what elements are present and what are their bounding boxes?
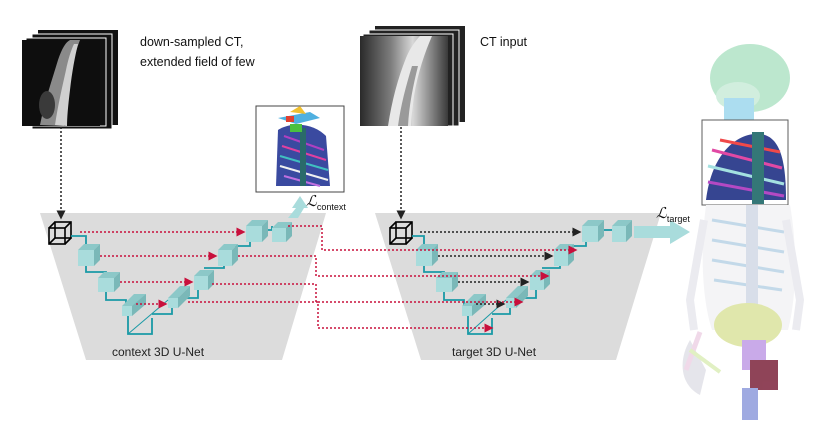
ct-scan-image-input (360, 36, 448, 126)
downsampled-ct-label-line2: extended field of few (140, 55, 255, 69)
downsampled-ct-label-line1: down-sampled CT, (140, 35, 244, 49)
context-loss-symbol: ℒ (306, 194, 317, 210)
target-output-block (612, 220, 632, 242)
context-unet-label: context 3D U-Net (112, 345, 205, 359)
context-decoder-block (168, 286, 190, 308)
target-unet-label: target 3D U-Net (452, 345, 537, 359)
target-output-arrow (634, 220, 690, 244)
ct-scan-image (22, 40, 100, 126)
rib-segmentation-image (255, 105, 345, 193)
ct-input-stack (360, 26, 465, 127)
context-output-arrow (288, 196, 308, 218)
context-skip-connections (80, 227, 246, 309)
target-decoder-block (582, 220, 604, 242)
ct-input-label: CT input (480, 35, 528, 49)
context-decoder-block (246, 220, 268, 242)
context-encoder-block (78, 244, 100, 266)
wireframe-cube-icon-target (389, 221, 413, 245)
downsampled-ct-label: down-sampled CT, extended field of few (140, 34, 255, 70)
target-decoder-block (554, 244, 574, 266)
context-decoder-block (194, 270, 214, 290)
target-decoder-block (530, 270, 550, 290)
target-encoder-block (462, 294, 486, 316)
target-encoder-block (416, 244, 438, 266)
context-decoder-block (218, 244, 238, 266)
target-encoder-block (436, 272, 458, 292)
context-output-block (272, 222, 292, 242)
cross-network-connections (188, 225, 578, 333)
context-loss-subscript: context (316, 202, 346, 212)
target-loss-label: ℒtarget (656, 204, 690, 224)
context-loss-label: ℒcontext (306, 192, 346, 212)
context-encoder-block (122, 294, 146, 316)
context-encoder-block (98, 272, 120, 292)
downsampled-ct-stack (22, 30, 118, 130)
target-loss-subscript: target (666, 214, 690, 224)
wireframe-cube-icon (48, 221, 72, 245)
target-skip-connections (420, 227, 582, 309)
target-loss-symbol: ℒ (656, 206, 667, 222)
full-body-skeleton-image (682, 44, 805, 420)
